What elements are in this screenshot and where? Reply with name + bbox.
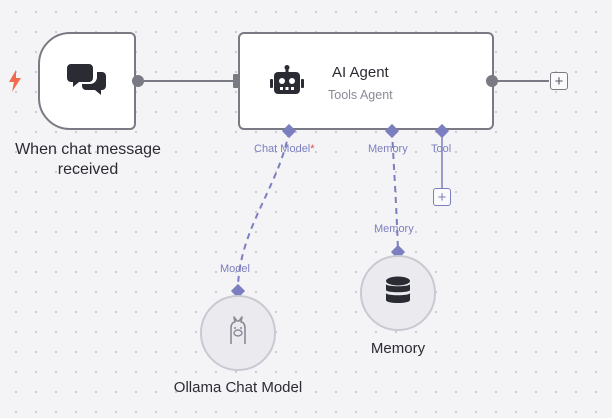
chat-bubbles-icon xyxy=(67,62,107,101)
required-marker: * xyxy=(310,143,315,155)
agent-title: AI Agent xyxy=(332,64,389,81)
agent-output-port[interactable] xyxy=(486,75,498,87)
agent-subtitle: Tools Agent xyxy=(328,88,393,102)
llama-icon xyxy=(225,315,251,351)
memory-node-label: Memory xyxy=(370,340,426,357)
memory-node-port-label: Memory xyxy=(374,223,414,235)
add-next-node-button[interactable]: + xyxy=(550,72,568,90)
ollama-node-label: Ollama Chat Model xyxy=(173,379,303,396)
ollama-port-label: Model xyxy=(220,263,250,275)
chat-model-port-label: Chat Model* xyxy=(254,143,315,155)
robot-icon xyxy=(270,65,304,104)
database-icon xyxy=(385,276,411,311)
lightning-bolt-icon xyxy=(8,70,22,97)
ai-agent-node[interactable]: AI Agent Tools Agent xyxy=(238,32,494,130)
trigger-node-label: When chat message received xyxy=(15,141,161,178)
chat-trigger-node[interactable] xyxy=(38,32,136,130)
trigger-output-port[interactable] xyxy=(132,75,144,87)
memory-port-label: Memory xyxy=(368,143,408,155)
memory-node[interactable] xyxy=(360,255,436,331)
agent-input-port[interactable] xyxy=(233,74,239,88)
tool-port-label: Tool xyxy=(431,143,452,155)
ollama-chat-model-node[interactable] xyxy=(200,295,276,371)
add-tool-button[interactable]: + xyxy=(433,188,451,206)
